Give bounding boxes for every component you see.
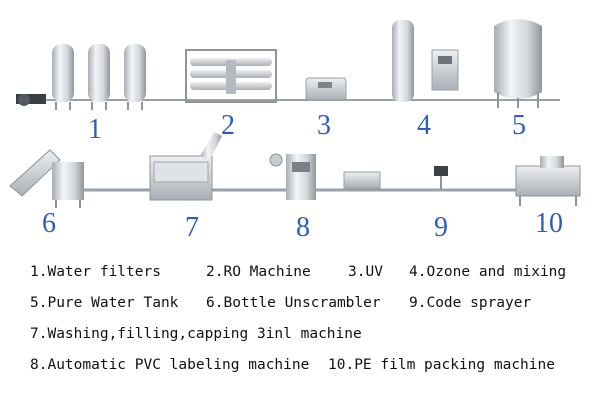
- stage-number-4: 4: [417, 110, 431, 141]
- stage-number-2: 2: [221, 110, 235, 141]
- stage-number-9: 9: [434, 212, 448, 243]
- ozone-mixing-tank: [392, 20, 459, 102]
- legend-item-ro-machine: 2.RO Machine: [206, 264, 311, 280]
- stage-number-3: 3: [317, 110, 331, 141]
- legend-item-pvc-labeling: 8.Automatic PVC labeling machine: [30, 357, 310, 373]
- ro-machine: [185, 49, 277, 103]
- legend-item-pe-film-packing: 10.PE film packing machine: [328, 357, 555, 373]
- pe-film-packing-machine: [515, 156, 581, 206]
- stage-number-7: 7: [185, 212, 199, 243]
- legend-item-uv: 3.UV: [348, 264, 383, 280]
- stage-number-1: 1: [88, 114, 102, 145]
- water-filters-machine: [16, 44, 146, 110]
- stage-number-5: 5: [512, 110, 526, 141]
- pure-water-tank: [494, 19, 542, 108]
- stage-number-8: 8: [296, 212, 310, 243]
- legend-item-ozone-mixing: 4.Ozone and mixing: [409, 264, 567, 280]
- legend-item-pure-water-tank: 5.Pure Water Tank: [30, 295, 179, 311]
- legend-item-bottle-unscrambler: 6.Bottle Unscrambler: [206, 295, 381, 311]
- legend-item-code-sprayer: 9.Code sprayer: [409, 295, 532, 311]
- stage-number-10: 10: [535, 208, 563, 239]
- bottle-unscrambler: [9, 149, 84, 208]
- legend-item-washing-filling-capping: 7.Washing,filling,capping 3inl machine: [30, 326, 362, 342]
- pvc-labeling-machine: [269, 153, 316, 200]
- washing-filling-capping-machine: [149, 132, 222, 201]
- uv-sterilizer: [305, 77, 347, 101]
- stage-number-6: 6: [42, 208, 56, 239]
- code-sprayer: [343, 166, 448, 190]
- legend-item-water-filters: 1.Water filters: [30, 264, 161, 280]
